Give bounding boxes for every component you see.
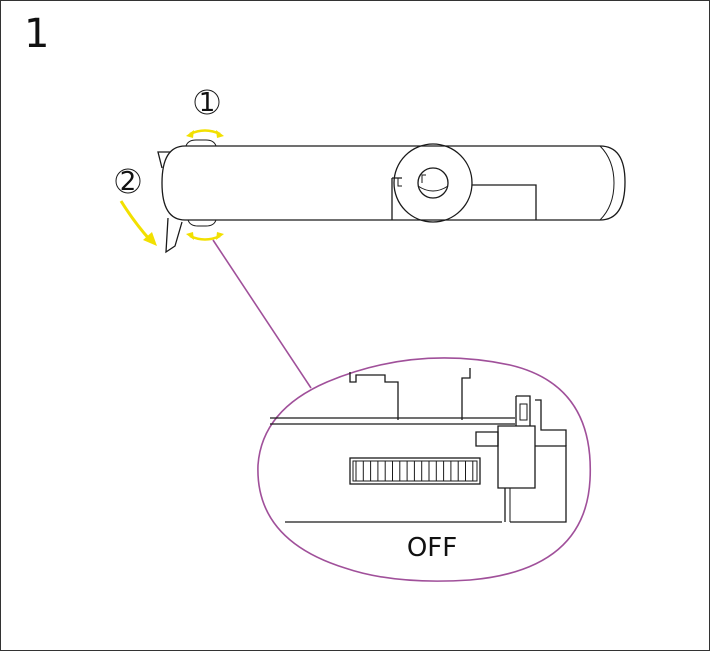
gear-inner-rim	[352, 460, 478, 482]
rotate-arrow-icon	[186, 129, 224, 241]
device-body	[157, 139, 626, 254]
off-label: OFF	[407, 533, 457, 563]
circled-2-icon: 2	[115, 167, 141, 197]
gear-teeth	[352, 460, 478, 482]
switch-detail	[270, 368, 567, 523]
leader-line	[212, 239, 312, 389]
down-arrow-icon	[119, 200, 157, 246]
circled-1-icon: 1	[194, 88, 220, 118]
zoom-detail: OFF	[257, 357, 592, 582]
callout-1-label: 1	[199, 88, 216, 118]
callout-2-label: 2	[120, 167, 137, 197]
step-number: 1	[24, 11, 50, 57]
